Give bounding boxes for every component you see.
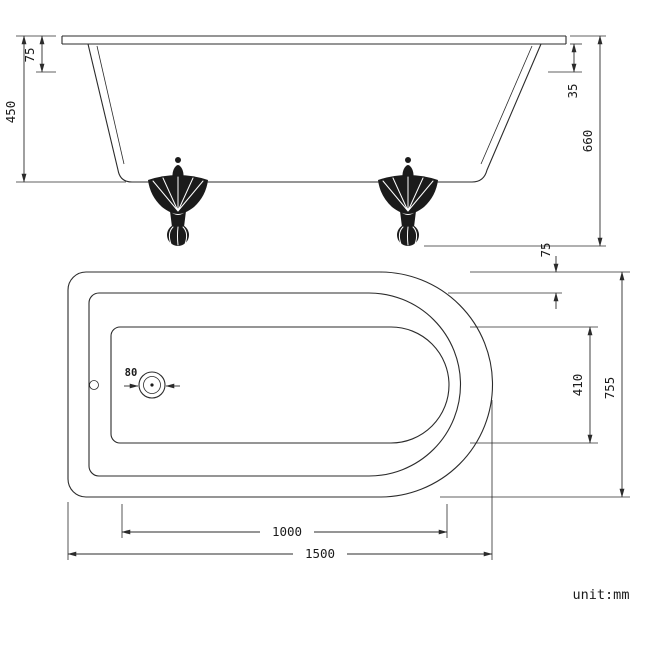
tub-body-profile: [87, 43, 542, 183]
tub-inner-wall-right: [480, 45, 533, 165]
dim-side-rim-drop: 35: [565, 43, 580, 99]
plan-view-extension-lines: [67, 271, 630, 560]
drain: [138, 371, 166, 399]
dim-label-80: 80: [125, 367, 138, 379]
plan-rim-inner-outline: [88, 292, 461, 477]
dim-side-tub-height: 450: [3, 35, 27, 183]
dim-side-rim-height: 75: [22, 35, 45, 73]
overflow-hole: [89, 380, 99, 390]
dim-plan-inner-length: 1000: [121, 524, 448, 539]
dim-label-450: 450: [3, 101, 18, 124]
claw-foot-left: [148, 157, 208, 246]
tub-inner-wall-left: [96, 45, 125, 165]
dim-plan-inner-width: 410: [570, 326, 593, 444]
tub-rim-profile: [61, 35, 567, 45]
dim-side-total-height: 660: [580, 35, 603, 247]
dim-label-755: 755: [602, 377, 617, 400]
plan-outer-outline: [67, 271, 494, 498]
dim-label-1000: 1000: [272, 524, 302, 539]
plan-view: 80 75 410 755: [67, 242, 630, 561]
claw-foot-right: [378, 157, 438, 246]
dim-label-1500: 1500: [305, 546, 335, 561]
dim-label-410: 410: [570, 374, 585, 397]
dim-plan-overall-width: 755: [602, 271, 625, 498]
dim-label-75-plan: 75: [538, 242, 553, 257]
plan-basin-outline: [110, 326, 450, 444]
unit-note: unit:mm: [573, 587, 630, 603]
dim-plan-rim-width: 75: [538, 242, 559, 309]
side-elevation-view: 450 75 35 660: [3, 35, 606, 247]
side-view-extension-lines: [16, 35, 606, 247]
dim-label-75-side: 75: [22, 47, 37, 62]
dim-label-35: 35: [565, 83, 580, 98]
dim-label-660: 660: [580, 130, 595, 153]
dim-plan-overall-length: 1500: [67, 546, 493, 561]
dim-drain-diameter: 80: [124, 367, 180, 389]
